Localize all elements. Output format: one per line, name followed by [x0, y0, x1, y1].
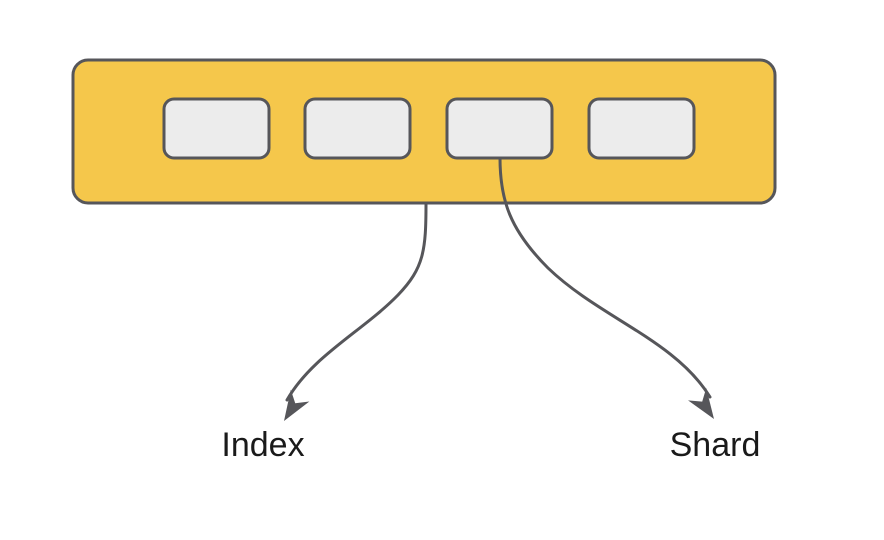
shard-box-2[interactable] — [303, 97, 412, 160]
index-container[interactable] — [71, 58, 777, 205]
shard-box-4[interactable] — [587, 97, 696, 160]
index-callout-arrowhead — [284, 389, 310, 421]
index-label: Index — [221, 426, 304, 464]
shard-callout-line — [498, 156, 712, 399]
shard-callout-arrowhead — [688, 388, 714, 419]
shard-label: Shard — [670, 426, 761, 464]
shard-box-1[interactable] — [162, 97, 271, 160]
shard-box-3[interactable] — [445, 97, 554, 160]
index-callout-line — [285, 201, 428, 402]
